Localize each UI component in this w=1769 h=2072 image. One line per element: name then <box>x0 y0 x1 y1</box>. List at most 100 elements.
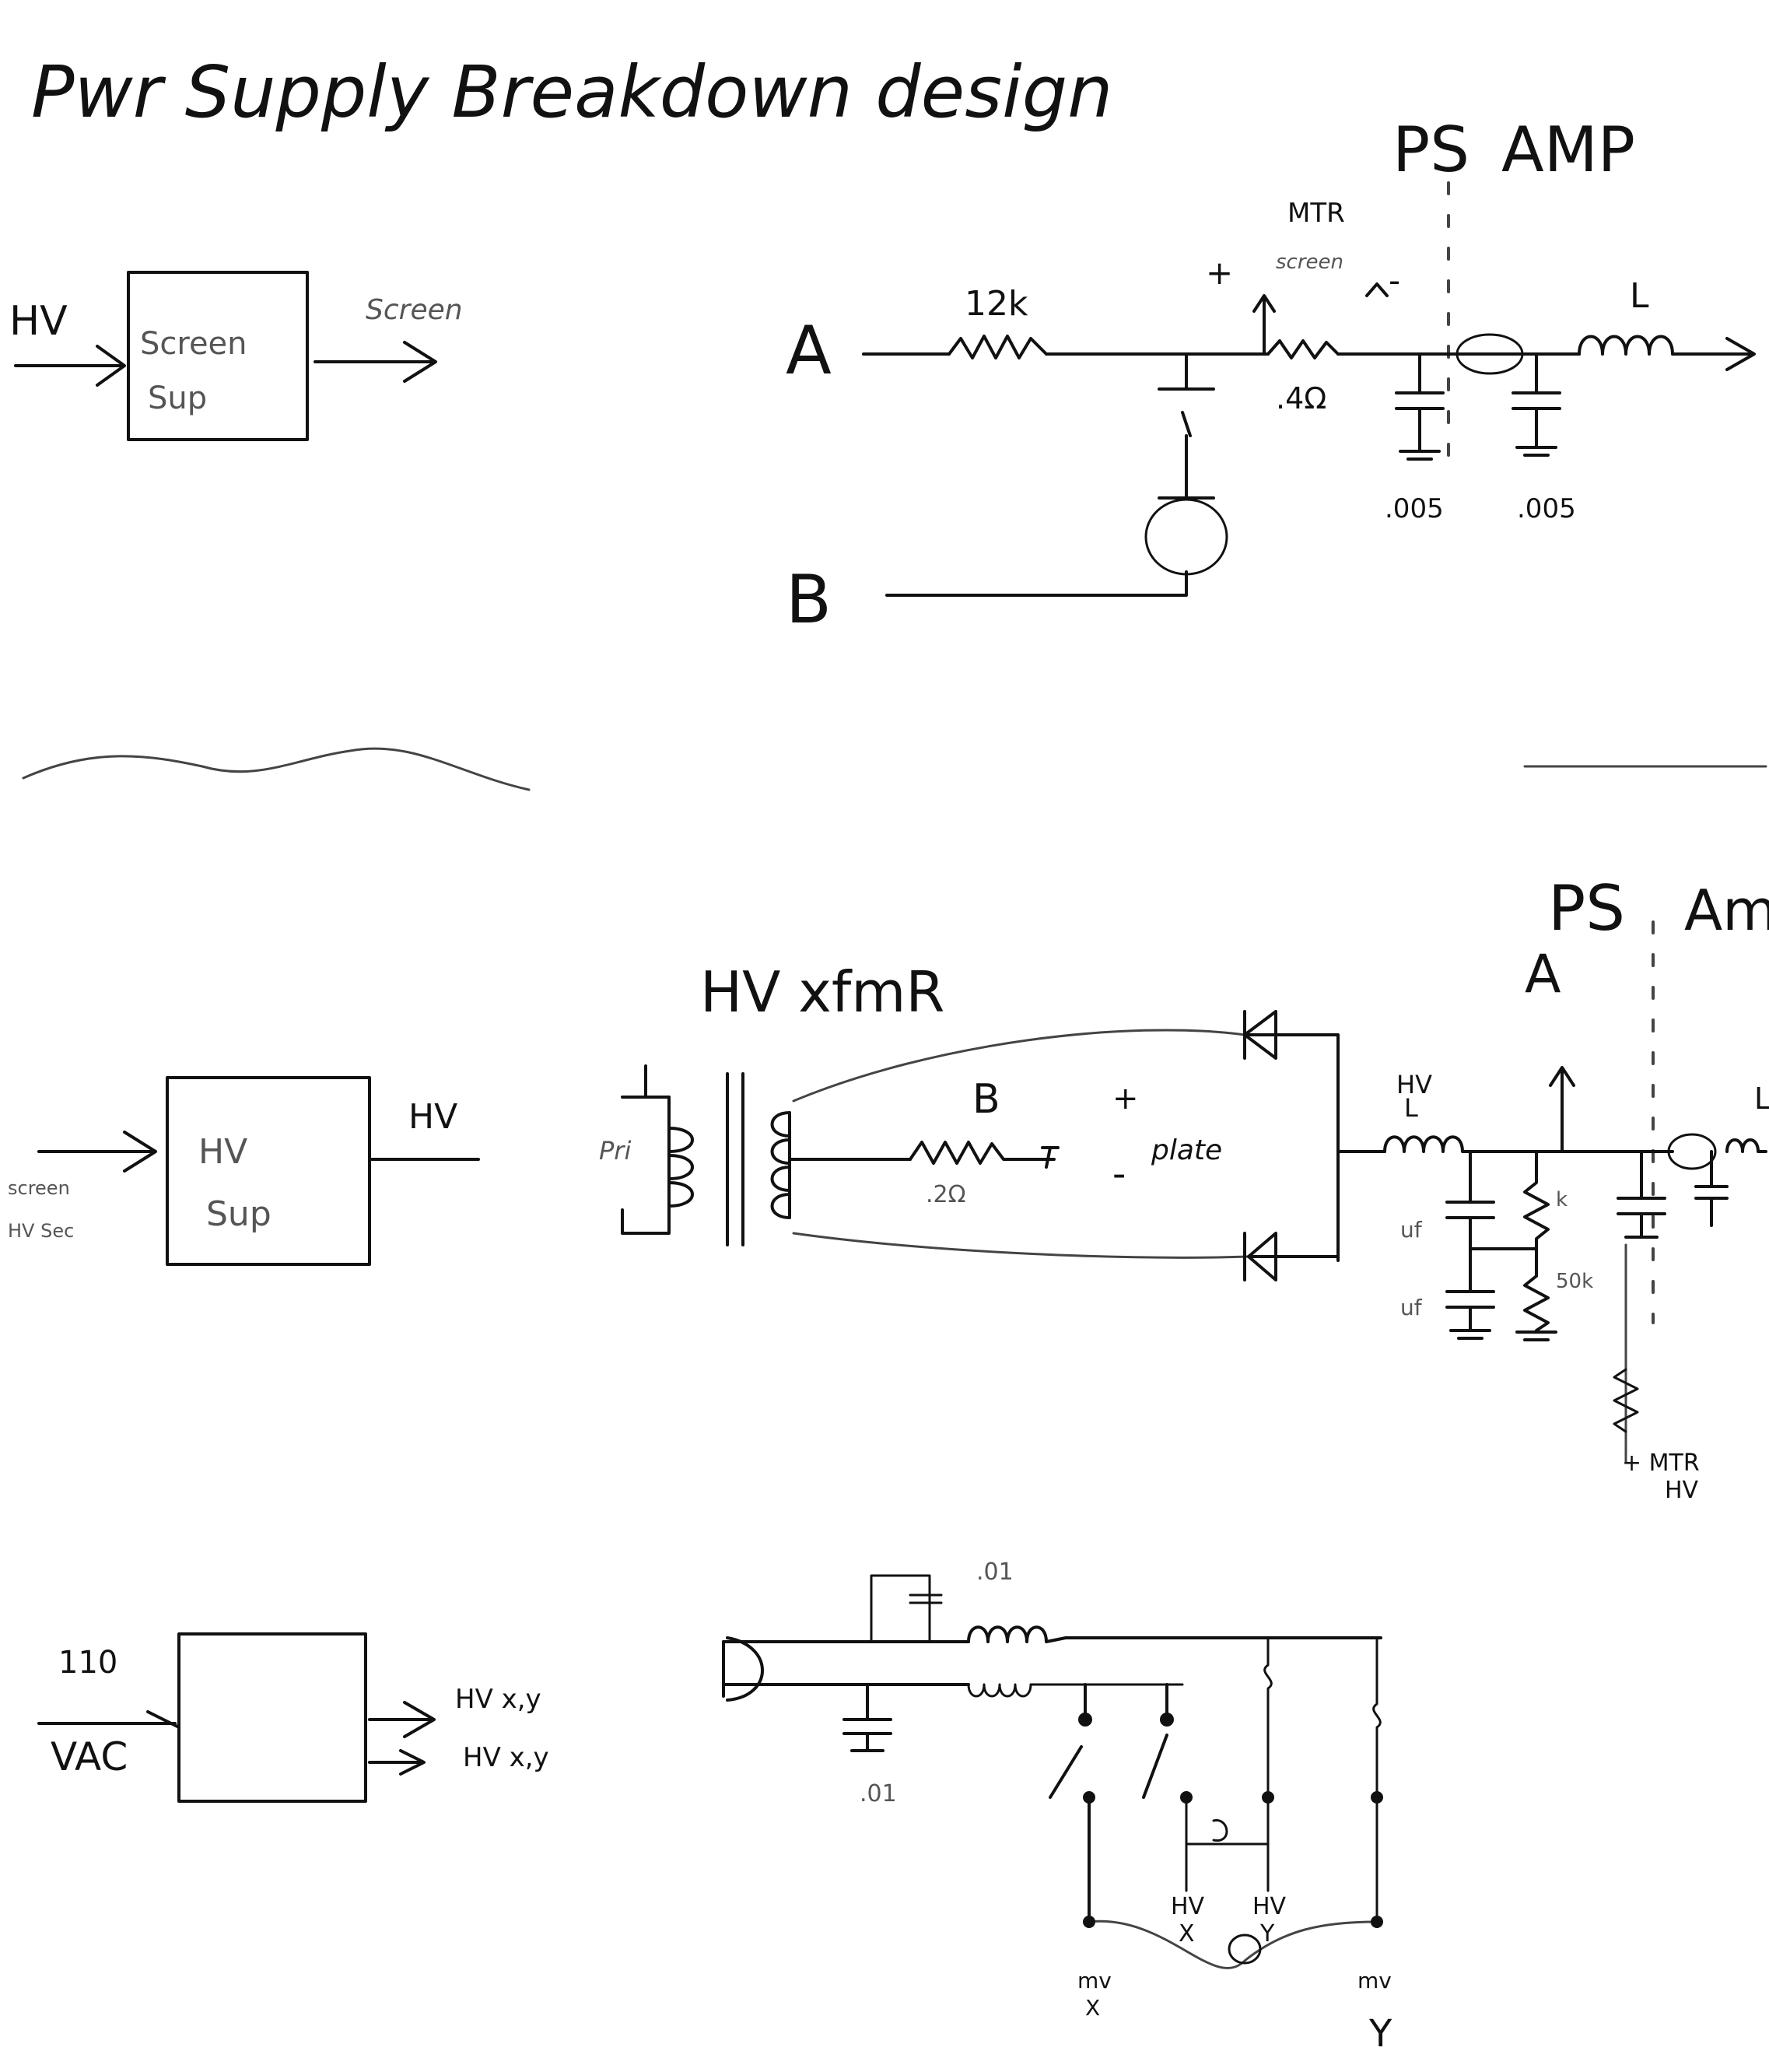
hv-tap-wires <box>1185 1796 1270 1892</box>
primary-lead-top <box>621 1064 671 1099</box>
inductor-coil <box>1578 335 1674 356</box>
meter-line-2: screen <box>1276 251 1343 274</box>
ac-output-arrow-1 <box>368 1701 436 1738</box>
fuse-mv <box>1372 1636 1382 1923</box>
mv-x-line-2: X <box>1085 1995 1100 2021</box>
hv-supply-section: PS Amp screen HV Sec HV Sup HV HV xfmR P… <box>8 872 1769 1504</box>
ps-label-mid: PS <box>1548 872 1625 945</box>
shunt-value: .4Ω <box>1276 381 1326 415</box>
ac-plug <box>722 1636 764 1702</box>
hv-block-input-1: screen <box>8 1177 70 1199</box>
plate-plus: + <box>1112 1081 1139 1117</box>
block-text-1: Screen <box>140 326 247 362</box>
bleeder-upper <box>1523 1150 1550 1278</box>
hv-block-text-2: Sup <box>206 1194 271 1234</box>
ac-output-arrow-2 <box>368 1749 426 1776</box>
fuse-mv-node <box>1371 1791 1383 1804</box>
ac-input-arrow <box>37 1710 180 1729</box>
cap2-symbol <box>1512 352 1561 457</box>
hv-supply-block: screen HV Sec HV Sup HV <box>8 1076 480 1266</box>
hv-meter-multiplier <box>1613 1368 1639 1433</box>
block-input-label: HV <box>9 298 68 345</box>
pri-label: Pri <box>599 1136 631 1166</box>
ps-label-top: PS <box>1392 114 1469 186</box>
bleeder-lower <box>1515 1274 1557 1341</box>
meter-plus: + <box>1206 254 1233 292</box>
meter-line-1: MTR <box>1287 198 1345 229</box>
ac-in-line-1: 110 <box>58 1645 117 1681</box>
bypass-cap-top <box>870 1574 943 1643</box>
hv-x-line-1: HV <box>1171 1893 1205 1920</box>
l-label-mid: L <box>1754 1082 1769 1116</box>
hv-meter-line-2: HV <box>1665 1477 1699 1504</box>
hv-l-line-2: L <box>1404 1093 1418 1123</box>
amp-label-top: AMP <box>1501 114 1635 186</box>
plate-label: plate <box>1151 1134 1222 1166</box>
mv-y-node <box>1371 1916 1383 1928</box>
hv-block-output-label: HV <box>408 1097 457 1137</box>
ac-out-line-1: HV x,y <box>455 1684 541 1715</box>
ac-out-line-2: HV x,y <box>463 1742 549 1773</box>
ac-input-box <box>177 1632 367 1803</box>
b-res-value: .2Ω <box>926 1181 966 1208</box>
cap2-value: .005 <box>1517 493 1576 524</box>
r1-resistor <box>948 335 1048 359</box>
hv-meter-cap <box>1617 1150 1666 1239</box>
hv-block-input-arrow <box>37 1131 157 1173</box>
hv-filter-choke <box>1383 1135 1674 1153</box>
diode-bottom <box>1243 1232 1340 1281</box>
meter-lead-minus <box>1365 282 1389 297</box>
hv-supply-box <box>166 1076 371 1266</box>
cap1-value: .005 <box>1385 493 1444 524</box>
screen-schematic: A 12k B MTR screen + - .4Ω .005 .005 <box>786 198 1756 639</box>
primary-winding <box>621 1096 694 1235</box>
coax-feed-b <box>1144 498 1228 576</box>
node-a-arrow <box>1549 1066 1575 1153</box>
section-separator <box>22 747 1767 791</box>
filter-cap-lower <box>1445 1274 1495 1340</box>
block-text-2: Sup <box>148 380 207 416</box>
center-tap-resistor <box>909 1141 1060 1169</box>
junction-cap <box>1158 352 1215 500</box>
xfmr-label: HV xfmR <box>700 959 944 1025</box>
ac-in-line-2: VAC <box>51 1734 128 1779</box>
mv-x-line-1: mv <box>1077 1968 1112 1993</box>
secondary-winding <box>770 1111 791 1219</box>
cap-bottom-value: .01 <box>860 1780 897 1807</box>
hv-meter-line-1: + MTR <box>1622 1450 1700 1477</box>
cap-uf-1: uf <box>1400 1217 1423 1243</box>
node-a-label: A <box>786 312 832 390</box>
fuse-hv <box>1263 1636 1273 1799</box>
amp-label-mid: Amp <box>1684 878 1769 943</box>
r1-value: 12k <box>965 284 1028 324</box>
shunt-resistor <box>1266 339 1340 359</box>
b-return-wire <box>885 570 1188 597</box>
transformer-core <box>726 1072 744 1246</box>
meter-minus: - <box>1389 261 1400 300</box>
hv-filter: HV L uf uf k 50k A + MTR HV L <box>1336 944 1769 1504</box>
cap-uf-2: uf <box>1400 1295 1423 1320</box>
secondary-lower-arc <box>792 1232 1250 1259</box>
rectifier-diodes <box>1243 1010 1340 1281</box>
screen-supply-box <box>127 271 309 441</box>
b-label-mid: B <box>972 1076 1000 1123</box>
node-b-label: B <box>786 561 832 639</box>
filter-cap-upper <box>1445 1150 1495 1278</box>
output-arrow <box>1671 337 1756 371</box>
hv-y-line-2: Y <box>1259 1920 1275 1948</box>
secondary-upper-arc <box>792 1029 1246 1103</box>
mv-return-arc <box>1088 1919 1378 1969</box>
hv-block-text-1: HV <box>198 1132 247 1172</box>
inductor-label: L <box>1630 276 1649 316</box>
line-choke-hot <box>967 1625 1067 1643</box>
switch-1-leads <box>1049 1683 1091 1923</box>
mv-common-loop <box>1228 1934 1262 1965</box>
hv-y-line-1: HV <box>1252 1893 1287 1920</box>
mv-y-line-2: Y <box>1368 2012 1392 2056</box>
hv-l-line-1: HV <box>1396 1070 1432 1099</box>
res-value-1: k <box>1556 1188 1568 1211</box>
hv-output-connector <box>1667 1133 1717 1170</box>
res-value-2: 50k <box>1556 1270 1593 1293</box>
